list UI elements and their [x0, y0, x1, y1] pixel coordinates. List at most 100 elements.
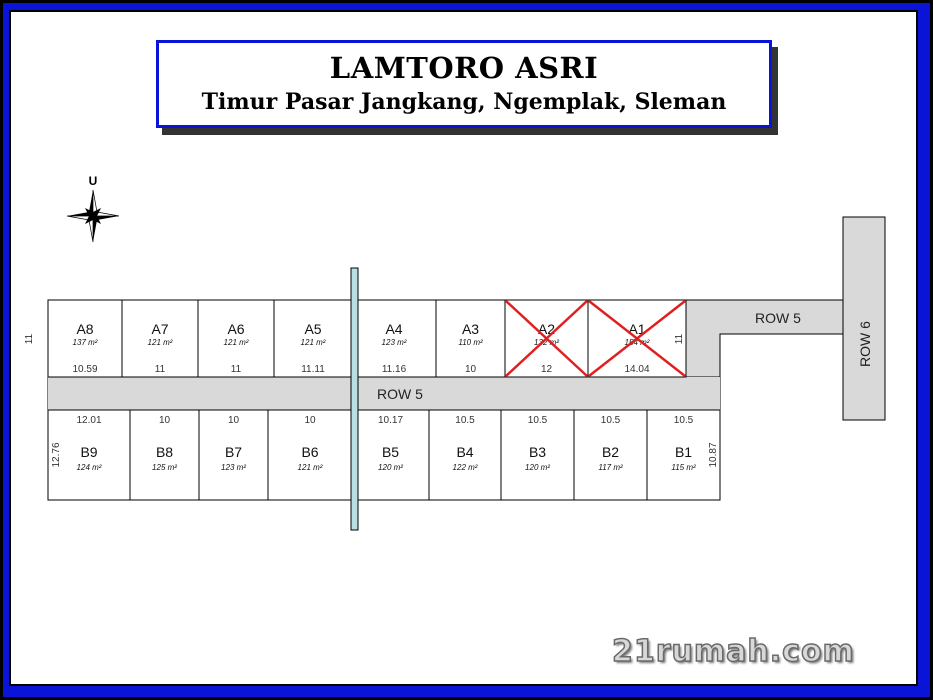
- vertical-road-label: ROW 6: [857, 321, 873, 367]
- lot-id-label: B5: [382, 444, 399, 460]
- lot-id-label: A4: [385, 321, 402, 337]
- lot-b2[interactable]: B2 117 m² 10.5: [573, 409, 648, 501]
- lot-area-label: 132 m²: [534, 338, 559, 347]
- watermark-logo: 21rumah.com: [611, 633, 855, 670]
- lot-area-label: 115 m²: [671, 463, 696, 472]
- lot-b3[interactable]: B3 120 m² 10.5: [500, 409, 575, 501]
- lot-area-label: 120 m²: [378, 463, 403, 472]
- lot-outline: [129, 409, 200, 501]
- lot-b1[interactable]: B1 115 m² 10.5: [646, 409, 721, 501]
- lot-id-label: A6: [227, 321, 244, 337]
- development-location: Timur Pasar Jangkang, Ngemplak, Sleman: [201, 89, 727, 115]
- lot-area-label: 110 m²: [458, 338, 483, 347]
- lot-frontage-label: 10.5: [455, 415, 475, 426]
- lot-frontage-label: 11: [155, 364, 166, 375]
- lot-area-label: 117 m²: [598, 463, 623, 472]
- lot-outline: [351, 299, 437, 378]
- lot-frontage-label: 10.5: [601, 415, 621, 426]
- lot-outline: [573, 409, 648, 501]
- lot-frontage-label: 11.16: [382, 364, 407, 375]
- lot-frontage-label: 10: [304, 415, 316, 426]
- title-box: LAMTORO ASRI Timur Pasar Jangkang, Ngemp…: [156, 40, 772, 128]
- compass-rose-icon: [66, 189, 120, 243]
- lot-b8[interactable]: B8 125 m² 10: [129, 409, 200, 501]
- canal-strip: [350, 267, 359, 531]
- lot-area-label: 121 m²: [224, 338, 249, 347]
- lot-outline: [500, 409, 575, 501]
- lot-frontage-label: 10: [465, 364, 477, 375]
- sold-cross-mark: [588, 300, 686, 377]
- lot-id-label: A7: [151, 321, 168, 337]
- lot-frontage-label: 14.04: [624, 364, 649, 375]
- lot-frontage-label: 12: [541, 364, 553, 375]
- lot-frontage-label: 10: [228, 415, 240, 426]
- lot-area-label: 121 m²: [298, 463, 323, 472]
- row-b-right-depth: 10.87: [708, 442, 719, 467]
- lot-id-label: B9: [80, 444, 97, 460]
- main-road-row5: [48, 377, 720, 410]
- lot-frontage-label: 11.11: [301, 364, 325, 375]
- row-b-left-depth: 12.76: [51, 442, 62, 467]
- lot-id-label: A3: [462, 321, 479, 337]
- lot-area-label: 123 m²: [221, 463, 246, 472]
- lot-id-label: B3: [529, 444, 546, 460]
- main-road-label: ROW 5: [377, 386, 423, 402]
- side-road-label: ROW 5: [755, 310, 801, 326]
- lot-outline: [267, 409, 353, 501]
- lot-area-label: 125 m²: [152, 463, 177, 472]
- lot-frontage-label: 10.5: [674, 415, 694, 426]
- lot-frontage-label: 10.17: [378, 415, 403, 426]
- lot-outline: [47, 409, 131, 501]
- row-a-left-depth: 11: [24, 333, 35, 344]
- lot-outline: [435, 299, 506, 378]
- lot-area-label: 120 m²: [525, 463, 550, 472]
- lot-outline: [121, 299, 199, 378]
- lot-frontage-label: 10.5: [528, 415, 548, 426]
- lot-outline: [428, 409, 502, 501]
- lot-outline: [646, 409, 721, 501]
- lot-outline: [47, 299, 123, 378]
- lot-id-label: B1: [675, 444, 692, 460]
- lot-frontage-label: 11: [231, 364, 242, 375]
- lot-id-label: B4: [456, 444, 473, 460]
- lot-frontage-label: 10.59: [72, 364, 97, 375]
- lot-area-label: 137 m²: [73, 338, 98, 347]
- lot-area-label: 123 m²: [382, 338, 407, 347]
- lot-frontage-label: 10: [159, 415, 171, 426]
- lot-id-label: B8: [156, 444, 173, 460]
- lot-area-label: 154 m²: [625, 338, 650, 347]
- lot-id-label: B2: [602, 444, 619, 460]
- lot-b9[interactable]: B9 124 m² 12.01: [47, 409, 131, 501]
- lot-area-label: 121 m²: [301, 338, 326, 347]
- lot-area-label: 121 m²: [148, 338, 173, 347]
- development-name: LAMTORO ASRI: [329, 51, 599, 85]
- lot-area-label: 122 m²: [453, 463, 478, 472]
- lot-b6[interactable]: B6 121 m² 10: [267, 409, 353, 501]
- lot-b5[interactable]: B5 120 m² 10.17: [351, 409, 430, 501]
- lot-area-label: 124 m²: [77, 463, 102, 472]
- lot-id-label: A1: [628, 321, 645, 337]
- compass-north-label: U: [89, 174, 98, 188]
- lot-outline: [198, 409, 269, 501]
- lot-id-label: B6: [301, 444, 318, 460]
- lot-id-label: A8: [76, 321, 93, 337]
- lot-b4[interactable]: B4 122 m² 10.5: [428, 409, 502, 501]
- lot-frontage-label: 12.01: [76, 415, 101, 426]
- sold-cross-mark: [505, 300, 588, 377]
- lot-id-label: B7: [225, 444, 242, 460]
- lot-id-label: A5: [304, 321, 321, 337]
- lot-b7[interactable]: B7 123 m² 10: [198, 409, 269, 501]
- lot-outline: [273, 299, 353, 378]
